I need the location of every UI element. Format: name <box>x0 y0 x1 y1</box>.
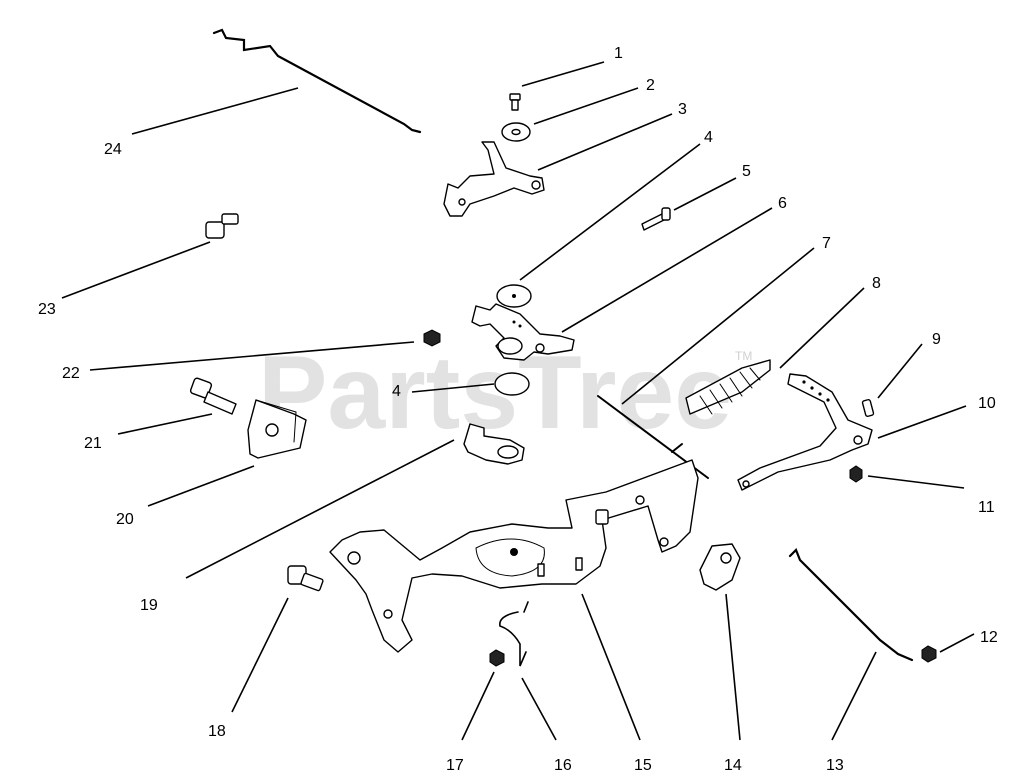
callout-19: 19 <box>140 597 158 614</box>
callout-16: 16 <box>554 757 572 774</box>
part-10-throttle-lever <box>737 373 873 491</box>
callout-11: 11 <box>978 499 995 516</box>
callout-17: 17 <box>446 757 464 774</box>
part-6-governor-lever <box>471 303 575 361</box>
callout-23: 23 <box>38 301 56 318</box>
callout-6: 6 <box>778 195 787 212</box>
callout-12: 12 <box>980 629 998 646</box>
part-18-bolt <box>287 565 324 592</box>
callout-8: 8 <box>872 275 881 292</box>
part-15-control-bracket <box>329 459 699 653</box>
part-23-bolt <box>205 213 239 239</box>
part-14-clip <box>699 543 741 591</box>
part-20-clamp-bracket <box>247 399 307 459</box>
part-5-screw <box>641 207 671 231</box>
callout-9: 9 <box>932 331 941 348</box>
watermark-trademark: TM <box>735 349 752 363</box>
callout-5: 5 <box>742 163 751 180</box>
callout-labels: 1 2 3 4 5 6 7 8 9 10 11 12 13 14 15 16 1… <box>38 45 998 774</box>
callout-1: 1 <box>614 45 623 62</box>
leader-lines <box>61 61 975 741</box>
callout-20: 20 <box>116 511 134 528</box>
part-22-nut <box>423 329 441 347</box>
callout-24: 24 <box>104 141 122 158</box>
callout-4-second: 4 <box>392 383 401 400</box>
part-4-washer-upper <box>496 284 532 308</box>
callout-21: 21 <box>84 435 102 452</box>
callout-22: 22 <box>62 365 80 382</box>
callout-13: 13 <box>826 757 844 774</box>
part-12-nut <box>921 645 937 663</box>
part-16-spring <box>499 601 529 667</box>
part-21-shoulder-screw <box>189 377 237 415</box>
part-8-spring <box>685 359 771 415</box>
part-19-lever <box>463 423 525 465</box>
callout-4: 4 <box>704 129 713 146</box>
callout-7: 7 <box>822 235 831 252</box>
callout-18: 18 <box>208 723 226 740</box>
part-17-nut <box>489 649 505 667</box>
part-3-control-lever <box>443 141 545 217</box>
callout-3: 3 <box>678 101 687 118</box>
callout-10: 10 <box>978 395 996 412</box>
part-13-choke-rod <box>788 548 914 662</box>
part-4-washer-lower <box>494 372 530 396</box>
part-9-screw <box>861 398 875 418</box>
part-11-nut <box>849 465 863 483</box>
callout-2: 2 <box>646 77 655 94</box>
part-2-washer <box>501 122 531 142</box>
callout-15: 15 <box>634 757 652 774</box>
callout-14: 14 <box>724 757 742 774</box>
part-1-screw <box>509 93 521 111</box>
part-24-link-rod <box>212 28 422 134</box>
watermark-text: PartsTree <box>258 335 732 451</box>
